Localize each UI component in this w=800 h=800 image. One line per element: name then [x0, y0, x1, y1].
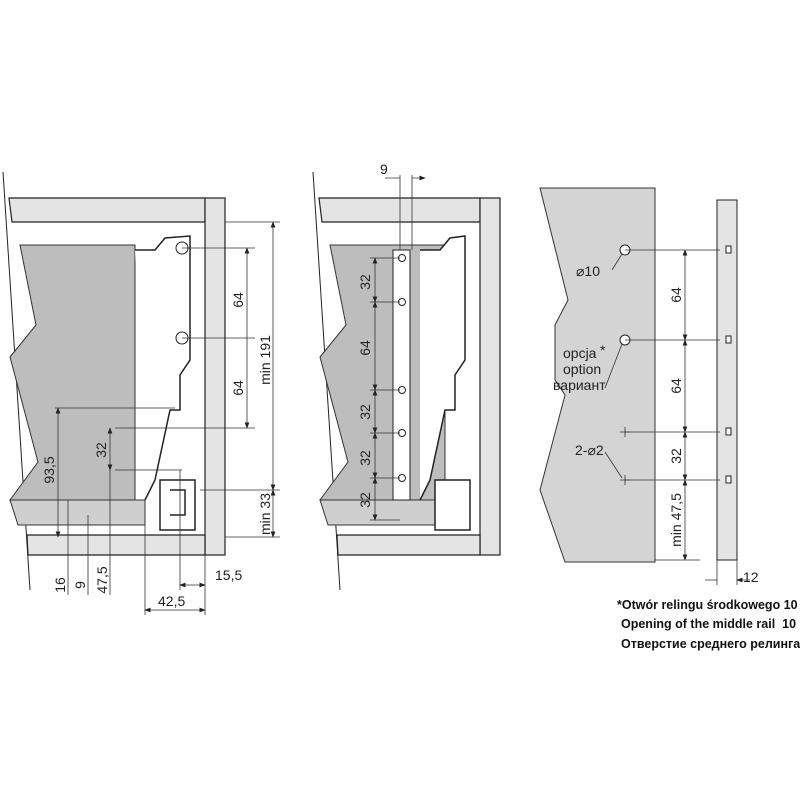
dim-64-b: 64	[668, 378, 684, 394]
cabinet-top-board	[8, 197, 206, 223]
dim-47-5: 47,5	[94, 566, 110, 593]
cabinet-bottom-board	[26, 534, 206, 556]
option-label-ru: вариант	[553, 377, 606, 393]
dim-12: 12	[743, 569, 759, 585]
dim-9-top: 9	[380, 161, 388, 177]
dim-64-a: 64	[668, 287, 684, 303]
small-holes-label: 2-⌀2	[575, 442, 604, 458]
footnote: *Otwór relingu środkowego 10 Opening of …	[617, 598, 800, 651]
footnote-en: Opening of the middle rail 10	[621, 617, 796, 631]
dim-64-upper: 64	[230, 292, 246, 308]
side-strip	[716, 199, 738, 561]
dim-32-a: 32	[357, 274, 373, 290]
dim-93-5: 93,5	[41, 456, 57, 483]
asterisk-mark: *	[600, 342, 606, 358]
dim-32-b: 32	[357, 404, 373, 420]
footnote-ru: Отверстие среднего релинга 10	[621, 637, 800, 651]
dim-16: 16	[52, 577, 68, 593]
dim-42-5: 42,5	[158, 593, 185, 609]
dim-32: 32	[93, 442, 109, 458]
dim-min-33: min 33	[257, 493, 273, 535]
right-view: ⌀10 opcja option вариант * 2-⌀2 64 64 32…	[539, 187, 759, 585]
dim-32-d: 32	[357, 492, 373, 508]
footnote-pl: *Otwór relingu środkowego 10	[617, 598, 798, 612]
dim-min-47-5: min 47,5	[668, 493, 684, 547]
dim-32: 32	[668, 448, 684, 464]
left-view: 64 64 min 191 min 33 93,5 32 16 9 47,5 1…	[2, 171, 280, 615]
dim-64-lower: 64	[230, 380, 246, 396]
dim-64: 64	[357, 340, 373, 356]
option-label-pl: opcja	[563, 345, 597, 361]
drawer-front-panel	[539, 187, 656, 563]
option-label-en: option	[563, 361, 601, 377]
cabinet-side-panel	[204, 197, 226, 556]
drawer-bottom	[9, 499, 146, 526]
runner-profile	[159, 479, 196, 531]
hole-diameter-label: ⌀10	[576, 263, 600, 279]
mounting-plate	[392, 249, 411, 501]
middle-view: 9 32 64 32 32 32	[312, 161, 501, 591]
drawer-side-profile	[135, 235, 191, 501]
dim-9: 9	[72, 581, 88, 589]
dim-32-c: 32	[357, 450, 373, 466]
dim-min-191: min 191	[257, 335, 273, 385]
drawer-front	[9, 244, 136, 501]
dim-15-5: 15,5	[215, 567, 242, 583]
